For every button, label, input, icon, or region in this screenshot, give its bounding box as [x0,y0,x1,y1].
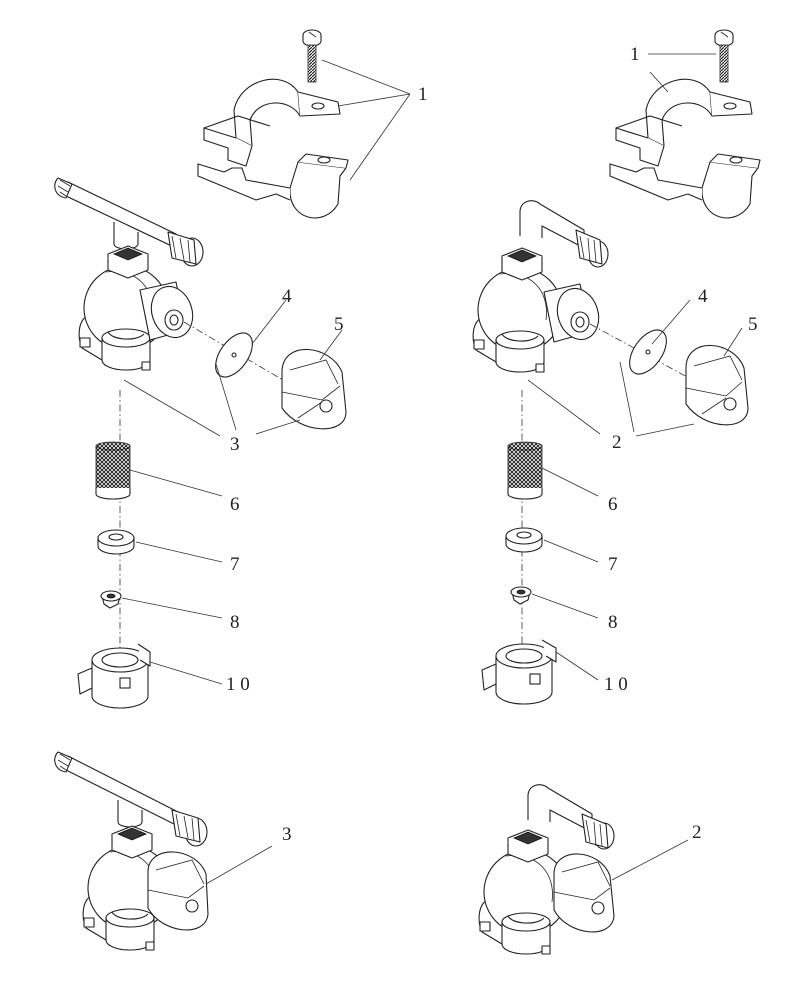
callout-labels: 1 4 5 3 6 7 8 1 0 1 4 5 2 6 7 8 1 0 3 2 [226,44,758,845]
bayonet-cap-left [77,643,151,709]
callout-right-10: 1 0 [604,674,628,695]
callout-bottom-left-3: 3 [282,824,292,845]
washer-right [505,527,543,553]
left-assembly [54,29,411,709]
tee-fitting-left [54,177,204,267]
callout-left-8: 8 [230,612,240,633]
disc-washer-left [215,332,253,378]
callout-left-5: 5 [334,314,344,335]
elbow-fitting-right [519,200,609,268]
callout-left-10: 1 0 [226,674,250,695]
strainer-right [507,441,543,500]
right-assembly [472,29,761,705]
nozzle-cap-left [281,349,347,430]
callout-left-1: 1 [418,84,428,105]
callout-right-6: 6 [608,494,618,515]
disc-washer-right [629,329,667,375]
outlet-boss-left [139,281,194,341]
nozzle-cap-right [685,345,749,426]
outlet-boss-right [543,283,600,343]
bayonet-cap-right [481,639,557,705]
callout-right-1: 1 [630,44,640,65]
bottom-right-assembly [478,784,689,955]
callout-left-7: 7 [230,554,240,575]
callout-right-2: 2 [612,432,622,453]
callout-right-7: 7 [608,554,618,575]
callout-right-4: 4 [698,286,708,307]
bottom-left-assembly [54,751,273,951]
tip-right [510,586,532,605]
callout-right-5: 5 [748,314,758,335]
callout-left-3: 3 [230,434,240,455]
callout-bottom-right-2: 2 [692,822,702,843]
callout-left-4: 4 [282,286,292,307]
callout-left-6: 6 [230,494,240,515]
strainer-left [95,441,131,500]
callout-right-8: 8 [608,612,618,633]
washer-left [97,529,135,555]
tip-left [100,590,122,609]
